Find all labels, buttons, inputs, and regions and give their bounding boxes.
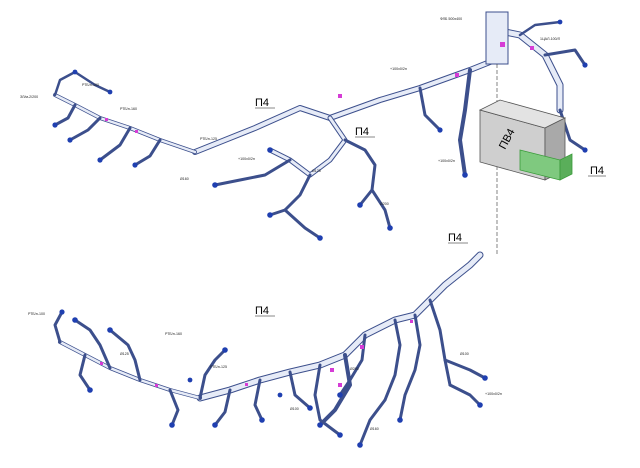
callout: +100х0/2н xyxy=(485,392,502,396)
callout: ЗЛ/м-2/200 xyxy=(20,95,38,99)
callout: ФЛБ 500х400 xyxy=(440,17,462,21)
dampers xyxy=(100,42,534,387)
callout-labels: РТБ/н-100 ЗЛ/м-2/200 РТБ/н-160 РТБ/н-125… xyxy=(20,17,561,431)
callout: РТБ/н-125 xyxy=(210,365,227,369)
system-label-p4-upper: П4 xyxy=(255,97,269,109)
callout: РТБ/н-100 xyxy=(82,83,99,87)
system-label-p4-riser: П4 xyxy=(448,232,462,244)
callout: РТБ/н-160 xyxy=(165,332,182,336)
callout: Ø100 xyxy=(290,407,299,411)
system-label-p4-middle: П4 xyxy=(355,126,369,138)
riser-shaft xyxy=(485,11,509,65)
lower-duct-network xyxy=(53,251,487,447)
callout: Ø160 xyxy=(180,177,189,181)
callout: +100х0/2н xyxy=(238,157,255,161)
callout: Ø100 xyxy=(460,352,469,356)
callout: Ø125 xyxy=(120,352,129,356)
callout: Ø160 xyxy=(370,427,379,431)
upper-duct-network xyxy=(53,20,587,240)
callout: Ø125 xyxy=(312,169,321,173)
callout: Ø200 xyxy=(380,202,389,206)
system-label-p4-lower: П4 xyxy=(255,305,269,317)
callout: РТБ/н-125 xyxy=(200,137,217,141)
callout: РТБ/н-160 xyxy=(120,107,137,111)
callout: Ø200 xyxy=(350,367,359,371)
callout: РТБ/н-100 xyxy=(28,312,45,316)
system-label-p4-right: П4 xyxy=(590,165,604,177)
callout: 1ЦАЛ-100/Л xyxy=(540,37,561,41)
diffusers xyxy=(52,19,588,448)
air-handling-unit xyxy=(478,99,573,181)
branch-duct-left xyxy=(53,93,197,154)
callout: +100х0/2н xyxy=(390,67,407,71)
callout: +100х0/2н xyxy=(438,159,455,163)
